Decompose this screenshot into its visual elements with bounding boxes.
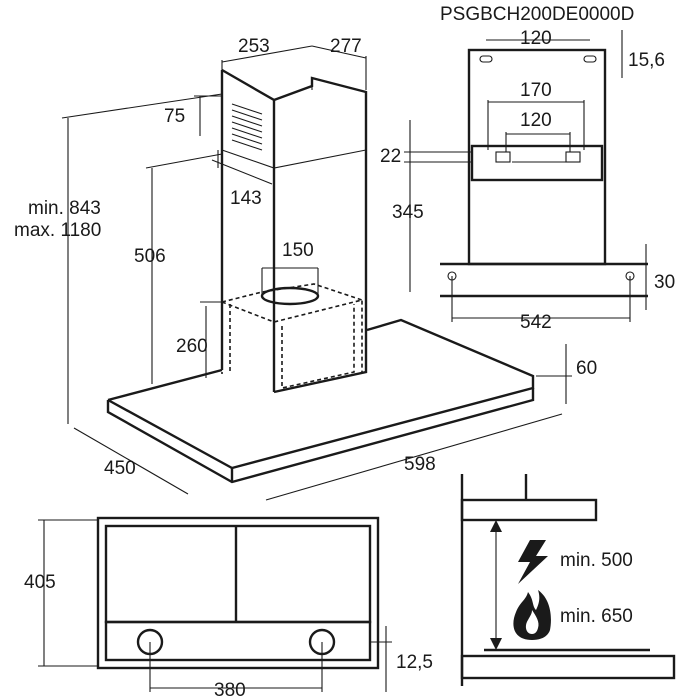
- dim-outlet-diameter: 150: [282, 240, 314, 261]
- chimney-front-edge: [221, 68, 276, 392]
- dim-motor-height: 260: [176, 336, 208, 357]
- motor-box-dashed: [221, 298, 363, 372]
- bottom-view: 405 380 12,5: [24, 516, 433, 700]
- dim-hood-fix-spacing: 542: [520, 312, 552, 333]
- dim-mount-height: 345: [392, 202, 424, 223]
- filter-area: [104, 524, 372, 624]
- clearance-electric: min. 500: [560, 550, 633, 571]
- dim-bracket-offset: 15,6: [628, 50, 665, 71]
- chimney-right-edge: [273, 76, 368, 394]
- dim-chimney-front: 253: [238, 36, 270, 57]
- mounting-plate: [470, 144, 604, 182]
- bracket-hole-right: [583, 55, 597, 63]
- dim-plate-holes: 120: [520, 110, 552, 131]
- hood-bottom-outline: [96, 516, 380, 670]
- dim-vent-offset: 75: [164, 106, 185, 127]
- dim-bottom-depth: 405: [24, 572, 56, 593]
- hood-side: [460, 498, 598, 522]
- vent-slots: [231, 103, 263, 151]
- dim-plate-width: 170: [520, 80, 552, 101]
- dim-hood-fix-offset: 30: [654, 272, 675, 293]
- flame-icon: [513, 590, 551, 640]
- dim-hood-depth: 450: [104, 458, 136, 479]
- model-code: PSGBCH200DE0000D: [440, 4, 634, 25]
- cooktop-side: [460, 654, 676, 680]
- canopy-top-outline: [107, 318, 535, 470]
- control-strip: [104, 620, 372, 662]
- mounting-view: PSGBCH200DE0000D 120 15,6 170 120 22 345: [380, 4, 675, 333]
- dim-hood-thickness: 60: [576, 358, 597, 379]
- dim-height-min: min. 843: [28, 198, 101, 219]
- bracket-hole-left: [479, 55, 493, 63]
- dim-bracket-spacing: 120: [520, 28, 552, 49]
- canopy-left-edge: [107, 368, 223, 402]
- dim-plate-offset: 22: [380, 146, 401, 167]
- lightning-icon: [518, 540, 548, 584]
- perspective-view: 253 277 75 143 min. 843 max. 1180 506 15…: [14, 36, 597, 501]
- dim-vent-depth: 143: [230, 188, 262, 209]
- dim-chimney-side: 277: [330, 36, 362, 57]
- dim-hood-width: 598: [404, 454, 436, 475]
- dim-height-max: max. 1180: [14, 220, 101, 241]
- dim-bottom-fix-offset: 12,5: [396, 652, 433, 673]
- outlet-ring: [260, 286, 320, 306]
- clearance-gas: min. 650: [560, 606, 633, 627]
- chimney-split-line: [221, 149, 367, 169]
- dim-bottom-fix-spacing: 380: [214, 680, 246, 700]
- dim-chimney-height: 506: [134, 246, 166, 267]
- clearance-view: min. 500 min. 650: [460, 474, 676, 686]
